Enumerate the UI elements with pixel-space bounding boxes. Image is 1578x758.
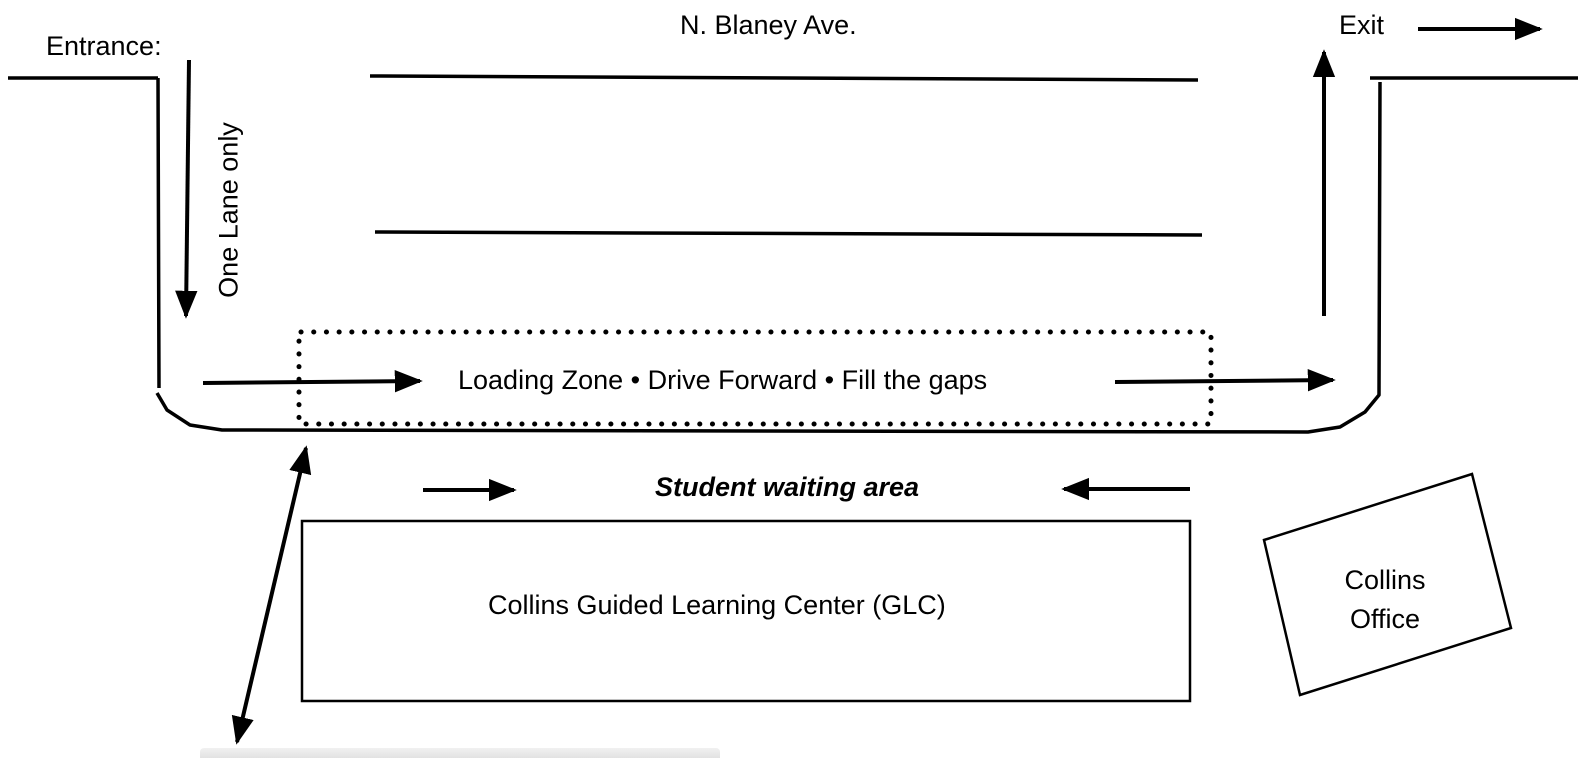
loading-out-arrow	[1114, 369, 1336, 392]
parking-line-middle	[374, 230, 1203, 237]
collins-office-building	[1262, 472, 1513, 697]
direction-arrows	[175, 17, 1543, 745]
bottom-scroll-bar	[200, 748, 720, 758]
parking-lines	[369, 74, 1203, 237]
entrance-label: Entrance:	[46, 31, 162, 61]
collins-office-label-line2: Office	[1349, 604, 1421, 635]
entrance-down-arrow	[175, 59, 198, 319]
parking-line-top	[369, 74, 1199, 82]
loading-zone-box	[296, 329, 1214, 427]
glc-building	[300, 519, 1192, 703]
one-lane-label: One Lane only	[213, 122, 244, 298]
walkway-double-arrow	[231, 445, 312, 745]
collins-office-label-line1: Collins	[1344, 565, 1426, 595]
collins-office-label: Collins Office	[1315, 561, 1455, 639]
drive-loop-outline	[155, 77, 1382, 434]
loading-in-arrow	[202, 370, 423, 393]
waiting-area-label: Student waiting area	[655, 472, 920, 502]
loading-zone-label: Loading Zone • Drive Forward • Fill the …	[456, 365, 990, 395]
glc-building-label: Collins Guided Learning Center (GLC)	[488, 590, 946, 620]
street-name-label: N. Blaney Ave.	[680, 10, 857, 40]
exit-label: Exit	[1339, 10, 1385, 40]
